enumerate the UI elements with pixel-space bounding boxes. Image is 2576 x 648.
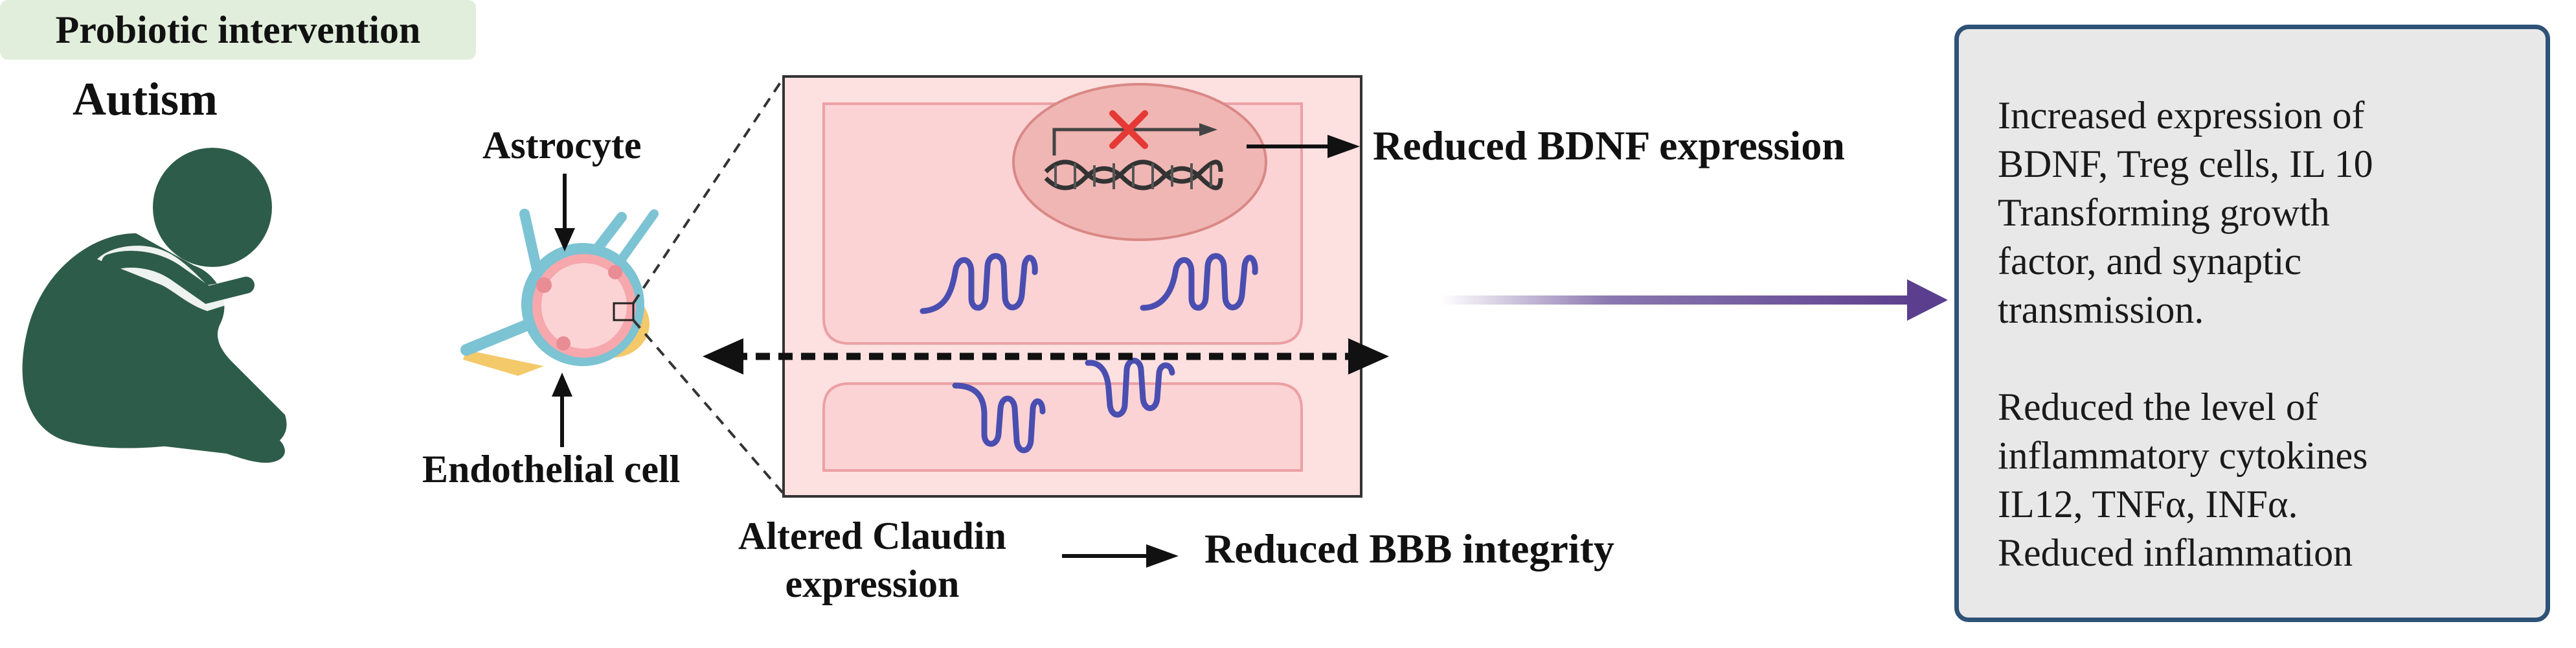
- probiotic-arrow: [1441, 279, 1948, 321]
- claudin-arrow: [1062, 544, 1179, 568]
- outcome-line: inflammatory cytokines: [1998, 434, 2368, 477]
- outcome-box: Increased expression of BDNF, Treg cells…: [1954, 25, 2550, 622]
- outcome-line: Transforming growth: [1998, 191, 2330, 234]
- autism-title: Autism: [73, 73, 218, 125]
- astrocyte-arrow: [554, 174, 575, 251]
- zoomed-panel: [782, 75, 1362, 498]
- outcome-paragraph-reduced: Reduced the level of inflammatory cytoki…: [1998, 383, 2546, 577]
- endothelial-cell-label: Endothelial cell: [422, 448, 681, 491]
- zoom-line-top: [632, 76, 785, 305]
- outcome-line: BDNF, Treg cells, IL 10: [1998, 143, 2373, 185]
- outcome-line: IL12, TNFα, INFα.: [1998, 483, 2298, 526]
- dna-icon: [1044, 123, 1223, 191]
- endothelial-arrow: [552, 373, 572, 447]
- zoom-line-bottom: [632, 319, 785, 495]
- reduced-bdnf-label: Reduced BDNF expression: [1373, 122, 1845, 168]
- outcome-paragraph-increased: Increased expression of BDNF, Treg cells…: [1998, 91, 2546, 334]
- outcome-line: Reduced the level of: [1998, 386, 2318, 428]
- barrier-double-arrow: [703, 338, 1389, 375]
- outcome-line: factor, and synaptic: [1998, 240, 2302, 283]
- autism-figure-icon: [22, 148, 287, 463]
- altered-claudin-label: Altered Claudin expression: [738, 512, 1006, 608]
- blood-vessel-cross-section: [460, 209, 659, 376]
- altered-claudin-line-1: Altered Claudin: [738, 515, 1006, 557]
- claudin-protein-icons: [920, 253, 1258, 454]
- probiotic-intervention-label: Probiotic intervention: [0, 0, 476, 60]
- outcome-line: Increased expression of: [1998, 94, 2365, 137]
- astrocyte-label: Astrocyte: [482, 124, 642, 167]
- altered-claudin-line-2: expression: [785, 562, 960, 605]
- cross-icon: [1109, 110, 1148, 149]
- reduced-bbb-label: Reduced BBB integrity: [1204, 526, 1614, 572]
- bdnf-arrow: [1247, 135, 1360, 158]
- outcome-line: Reduced inflammation: [1998, 531, 2353, 574]
- outcome-line: transmission.: [1998, 288, 2204, 331]
